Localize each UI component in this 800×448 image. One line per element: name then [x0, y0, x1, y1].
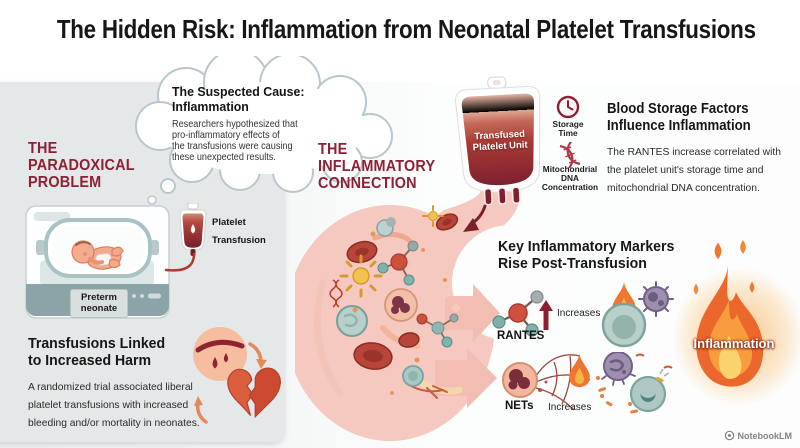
nets-label: NETs — [505, 400, 534, 412]
cycle-arrow-icon — [194, 342, 267, 424]
dna-icon — [559, 142, 581, 168]
mitochondrial-dna-label: Mitochondrial DNA Concentration — [541, 164, 599, 192]
spiky-cell-icon — [601, 352, 636, 386]
suspected-cause-body: Researchers hypothesized that pro-inflam… — [172, 119, 298, 163]
rantes-increase-label: Increases — [557, 308, 601, 319]
small-flame-icon — [569, 353, 590, 388]
harm-heading: Transfusions Linked to Increased Harm — [28, 335, 166, 369]
vessel-streak — [410, 385, 448, 399]
dna-fragment-icon — [329, 279, 343, 308]
inflammation-flame-icon — [696, 265, 764, 387]
preterm-baby-illustration — [71, 240, 124, 270]
up-arrow-icon — [539, 300, 553, 330]
watermark-label: NotebookLM — [737, 430, 793, 441]
storage-factors-heading: Blood Storage Factors Influence Inflamma… — [607, 100, 751, 134]
clock-icon — [556, 95, 580, 119]
harm-illustration — [193, 327, 281, 424]
wound-icon — [193, 327, 247, 381]
net-web — [535, 354, 591, 411]
plasma-dots — [352, 231, 447, 395]
rantes-label: RANTES — [497, 330, 545, 342]
nets-increase-label: Increases — [548, 402, 592, 413]
inflammation-label: Inflammation — [693, 336, 775, 351]
infographic-title: The Hidden Risk: Inflammation from Neona… — [56, 14, 756, 44]
monocyte-cell-icon — [336, 217, 424, 387]
storage-time-label: Storage Time — [552, 119, 584, 138]
paradoxical-problem-heading: THE PARADOXICAL PROBLEM — [28, 140, 135, 191]
thought-dot-large — [160, 178, 176, 194]
platelet-bag-icon — [179, 203, 207, 256]
harm-body: A randomized trial associated liberal pl… — [28, 382, 200, 429]
bloodstream-swirl-icon — [295, 188, 568, 441]
iv-tube-line — [164, 252, 196, 272]
preterm-neonate-label: Preterm neonate — [70, 289, 128, 318]
storage-factors-body: The RANTES increase correlated with the … — [607, 147, 781, 194]
notebooklm-logo — [724, 430, 734, 441]
molecule-icon — [377, 240, 459, 348]
suspected-cause-heading: The Suspected Cause: Inflammation — [172, 84, 305, 114]
swirl-arrow-to-rantes — [445, 284, 500, 342]
red-blood-cell-icon — [346, 213, 459, 370]
watermark: NotebookLM — [724, 430, 793, 441]
platelet-transfusion-label: Platelet Transfusion — [212, 217, 266, 246]
key-markers-heading: Key Inflammatory Markers Rise Post-Trans… — [498, 238, 675, 272]
neutrophil-net-icon — [502, 353, 591, 411]
swirl-outer-streak — [313, 279, 344, 397]
thought-dot-small — [147, 195, 157, 205]
transfused-unit-label: Transfused Platelet Unit — [472, 128, 528, 154]
inflammatory-connection-heading: THE INFLAMMATORY CONNECTION — [318, 141, 436, 192]
flame-sparks — [693, 240, 755, 295]
thought-cloud — [135, 56, 393, 205]
rantes-molecule-icon — [492, 290, 544, 337]
broken-heart-icon — [227, 367, 281, 419]
bacteria-particles — [596, 376, 639, 414]
sun-cell-icon — [339, 205, 444, 298]
macrophage-icon — [601, 302, 647, 348]
transfusion-flow-arrow — [463, 204, 487, 232]
pink-cell-icon — [384, 288, 418, 322]
blood-bag-icon: Transfused Platelet Unit — [445, 73, 556, 212]
